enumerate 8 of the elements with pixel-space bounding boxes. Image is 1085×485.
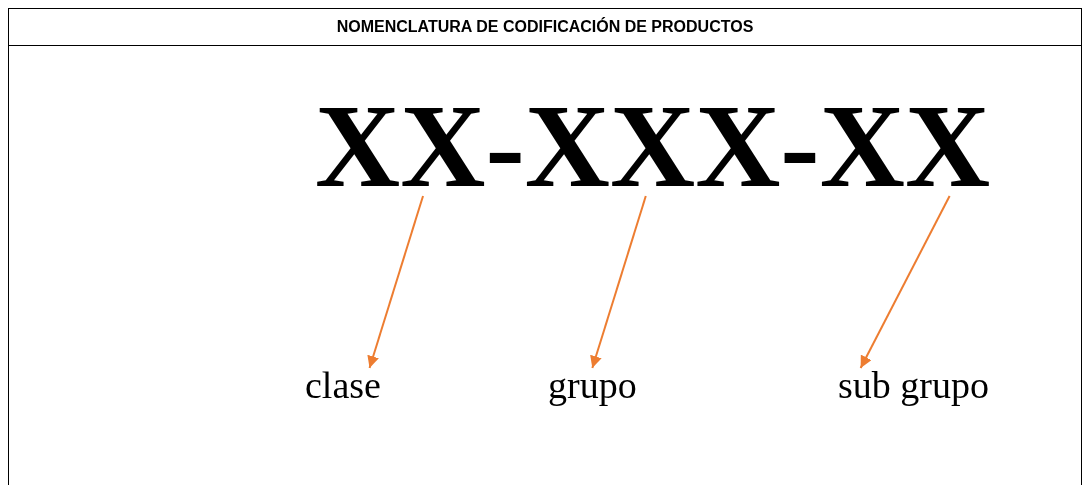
leader-arrow: [859, 195, 951, 369]
leader-arrow: [590, 195, 647, 369]
segment-label: sub grupo: [838, 366, 989, 404]
title: NOMENCLATURA DE CODIFICACIÓN DE PRODUCTOS: [335, 18, 755, 36]
leader-arrow: [367, 195, 424, 369]
segment-label: grupo: [548, 366, 637, 404]
code-pattern: XX-XXX-XX: [315, 88, 991, 206]
segment-label: clase: [305, 366, 381, 404]
